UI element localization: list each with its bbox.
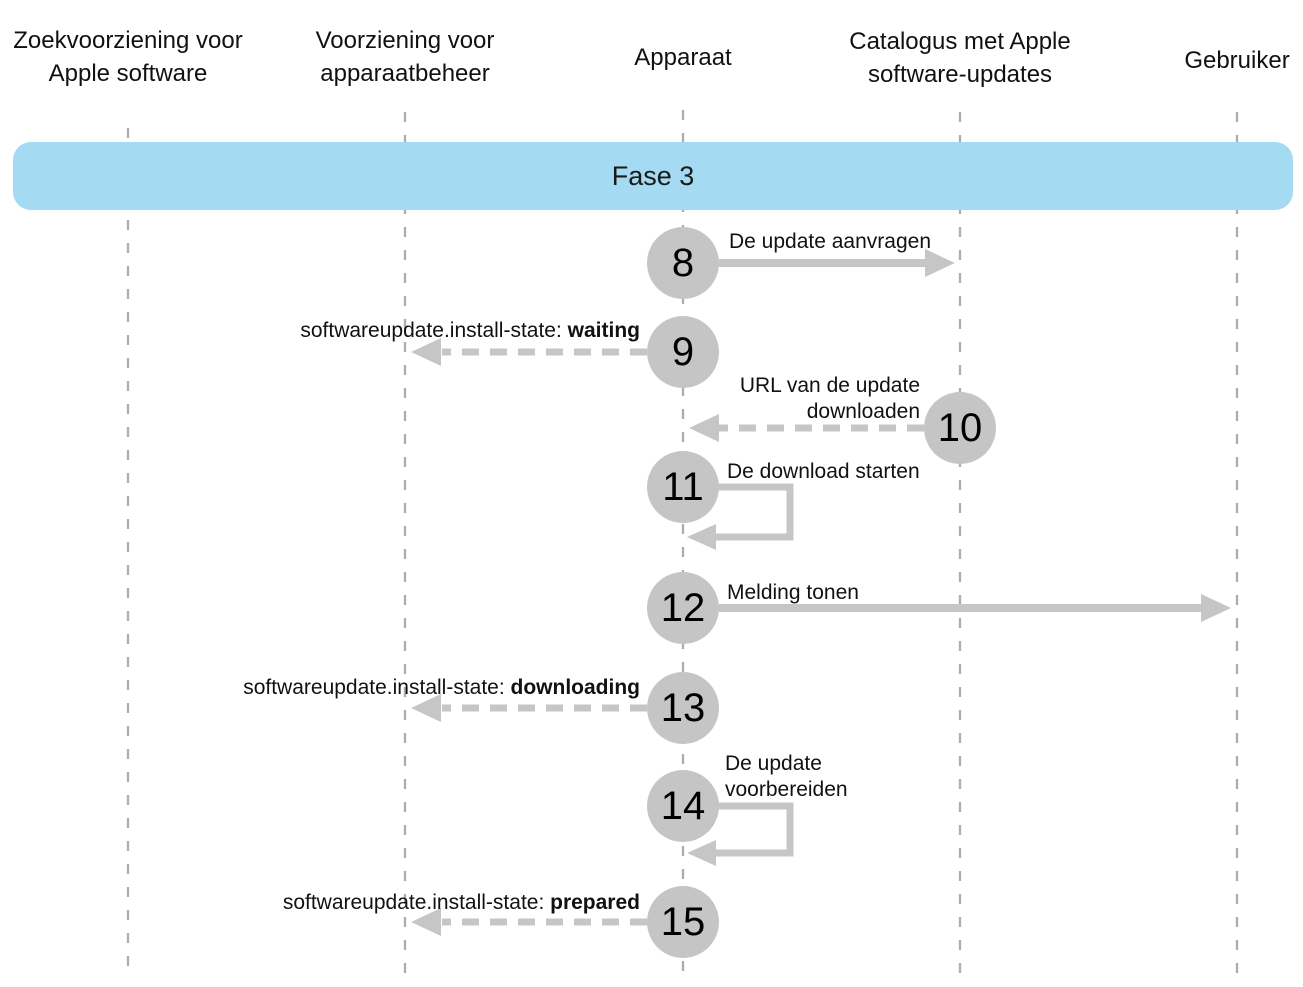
arrow-14-head-icon <box>687 840 716 866</box>
arrow-15-head-icon <box>411 908 441 936</box>
lifeline-header-search-service: Zoekvoorziening voor Apple software <box>13 27 243 87</box>
lifeline-header-catalog: Catalogus met Apple software-updates <box>849 28 1071 88</box>
arrow-11-head-icon <box>687 524 716 550</box>
arrow-14-loop <box>704 802 794 857</box>
phase-banner-label: Fase 3 <box>611 160 695 191</box>
lifeline-header-device: Apparaat <box>634 44 732 71</box>
step-14-label-line2: voorbereiden <box>725 778 848 801</box>
step-10-label-line2: downloaden <box>806 400 920 423</box>
step-14-label: De update voorbereiden <box>725 751 848 803</box>
arrow-13-head-icon <box>411 694 441 722</box>
arrow-12-head-icon <box>1201 594 1231 622</box>
arrow-8-head-icon <box>925 249 955 277</box>
arrow-9-head-icon <box>411 338 441 366</box>
step-9-label-state: waiting <box>567 319 640 342</box>
step-14-circle: 14 <box>647 770 719 842</box>
step-11-label: De download starten <box>727 460 920 483</box>
step-9-label-prefix: softwareupdate.install-state: <box>300 319 568 342</box>
arrow-10-head-icon <box>689 414 719 442</box>
step-13-label-state: downloading <box>510 676 640 699</box>
step-9-circle: 9 <box>647 316 719 388</box>
step-14-label-line1: De update <box>725 752 822 775</box>
step-15-label-prefix: softwareupdate.install-state: <box>282 891 551 914</box>
phase-banner: Fase 3 <box>13 142 1293 210</box>
step-13-label-prefix: softwareupdate.install-state: <box>243 676 511 699</box>
step-9-label: softwareupdate.install-state: waiting <box>300 318 640 344</box>
step-15-circle: 15 <box>647 886 719 958</box>
step-13-label: softwareupdate.install-state: downloadin… <box>243 675 640 701</box>
step-10-circle: 10 <box>924 392 996 464</box>
step-10-label-line1: URL van de update <box>739 374 920 397</box>
arrow-11-loop <box>704 483 794 541</box>
step-15-label: softwareupdate.install-state: prepared <box>283 890 640 916</box>
step-15-label-state: prepared <box>550 891 640 914</box>
lifeline-header-user: Gebruiker <box>1184 47 1290 74</box>
step-8-label: De update aanvragen <box>729 230 931 253</box>
step-13-circle: 13 <box>647 672 719 744</box>
step-12-circle: 12 <box>647 572 719 644</box>
lifeline-header-mdm-service: Voorziening voor apparaatbeheer <box>315 27 495 87</box>
step-12-label: Melding tonen <box>727 581 859 604</box>
step-8-circle: 8 <box>647 227 719 299</box>
step-11-circle: 11 <box>647 451 719 523</box>
step-10-label: URL van de update downloaden <box>740 373 920 425</box>
